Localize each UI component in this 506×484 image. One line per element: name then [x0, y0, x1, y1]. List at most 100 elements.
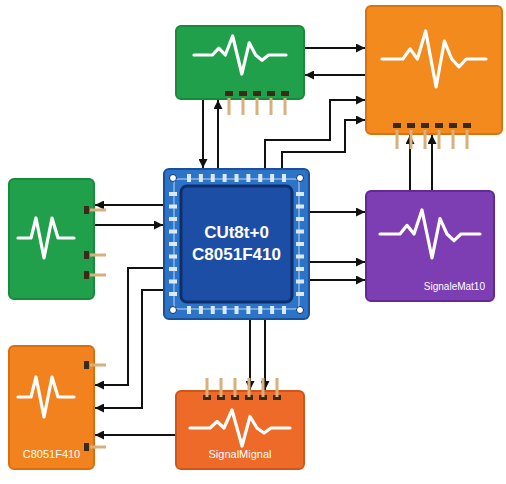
- header-pin: [234, 378, 237, 397]
- chip-pad: [235, 306, 239, 314]
- signal-wire: [305, 47, 365, 49]
- module-illustration: [177, 27, 303, 98]
- chip-pad: [211, 174, 215, 182]
- header-pad: [435, 123, 443, 128]
- header-pad: [84, 361, 89, 369]
- header-pad: [84, 443, 89, 451]
- header-pin: [228, 98, 231, 115]
- chip-pad: [169, 280, 177, 284]
- header-pad: [421, 123, 429, 128]
- chip-pad: [223, 306, 227, 314]
- chip-pad: [270, 174, 274, 182]
- header-pin: [438, 130, 441, 149]
- chip-pad: [211, 306, 215, 314]
- microcontroller-chip: CUt8t+0C8051F410: [163, 168, 310, 320]
- chip-pad: [169, 292, 177, 296]
- chip-pad: [199, 306, 203, 314]
- module-label: SignalMignal: [209, 448, 272, 461]
- module-illustration: [165, 170, 308, 318]
- signal-wire: [310, 211, 365, 213]
- chip-label: CUt8t+0: [204, 223, 269, 243]
- signal-wire: [95, 268, 163, 385]
- mount-hole: [170, 175, 177, 182]
- chip-pad: [296, 192, 304, 196]
- resistor-symbol: [18, 218, 74, 258]
- chip-pad: [223, 174, 227, 182]
- header-pad: [84, 206, 89, 214]
- module-illustration: [367, 7, 501, 133]
- chip-pad: [296, 292, 304, 296]
- header-pad: [449, 123, 457, 128]
- chip-pad: [187, 174, 191, 182]
- header-pin: [262, 378, 265, 397]
- header-pin: [452, 130, 455, 149]
- chip-pad: [169, 230, 177, 234]
- signal-wire: [217, 100, 219, 168]
- signal-module: SignalMignal: [175, 390, 305, 470]
- resistor-symbol: [18, 377, 74, 417]
- chip-outline: [174, 179, 299, 309]
- header-pin: [256, 98, 259, 115]
- header-pin: [396, 130, 399, 149]
- mount-hole: [297, 307, 304, 314]
- signal-wire: [202, 100, 204, 168]
- chip-pad: [282, 174, 286, 182]
- chip-pad: [169, 192, 177, 196]
- header-pad: [393, 123, 401, 128]
- chip-pad: [296, 242, 304, 246]
- header-pin: [90, 254, 106, 257]
- mount-hole: [297, 175, 304, 182]
- module-label: C8051F410: [23, 448, 81, 461]
- header-pad: [253, 91, 261, 96]
- chip-label: C8051F410: [192, 245, 281, 265]
- header-pad: [84, 251, 89, 259]
- header-pin: [90, 446, 106, 449]
- header-pad: [239, 91, 247, 96]
- header-pad: [463, 123, 471, 128]
- header-pin: [90, 209, 106, 212]
- waveform-icon: [194, 36, 286, 74]
- chip-pad: [270, 306, 274, 314]
- mount-hole: [170, 307, 177, 314]
- module-label: SignaleMat10: [424, 281, 485, 293]
- header-pin: [220, 378, 223, 397]
- chip-pad: [282, 306, 286, 314]
- signal-module: [365, 5, 503, 135]
- signal-wire: [282, 120, 365, 168]
- chip-pad: [169, 217, 177, 221]
- chip-pad: [199, 174, 203, 182]
- header-pad: [407, 123, 415, 128]
- signal-module: [8, 178, 95, 300]
- waveform-icon: [382, 31, 486, 87]
- chip-pad: [169, 255, 177, 259]
- header-pin: [284, 98, 287, 115]
- header-pin: [270, 98, 273, 115]
- chip-pad: [187, 306, 191, 314]
- header-pad: [225, 91, 233, 96]
- signal-wire: [305, 74, 365, 76]
- header-pin: [242, 98, 245, 115]
- chip-pad: [169, 205, 177, 209]
- signal-wire: [310, 261, 365, 263]
- chip-pad: [258, 306, 262, 314]
- header-pin: [90, 364, 106, 367]
- chip-pad: [246, 174, 250, 182]
- signal-wire: [265, 100, 365, 168]
- signal-wire: [95, 290, 163, 408]
- signal-wire: [431, 135, 433, 190]
- signal-module: [175, 25, 305, 100]
- chip-pad: [169, 267, 177, 271]
- signal-wire: [95, 434, 175, 436]
- signal-wire: [310, 279, 365, 281]
- chip-pad: [246, 306, 250, 314]
- header-pin: [206, 378, 209, 397]
- header-pin: [424, 130, 427, 149]
- header-pin: [466, 130, 469, 149]
- chip-pad: [296, 205, 304, 209]
- chip-pad: [296, 280, 304, 284]
- chip-pad: [296, 267, 304, 271]
- header-pin: [248, 378, 251, 397]
- header-pin: [410, 130, 413, 149]
- header-pad: [281, 91, 289, 96]
- waveform-icon: [380, 210, 480, 258]
